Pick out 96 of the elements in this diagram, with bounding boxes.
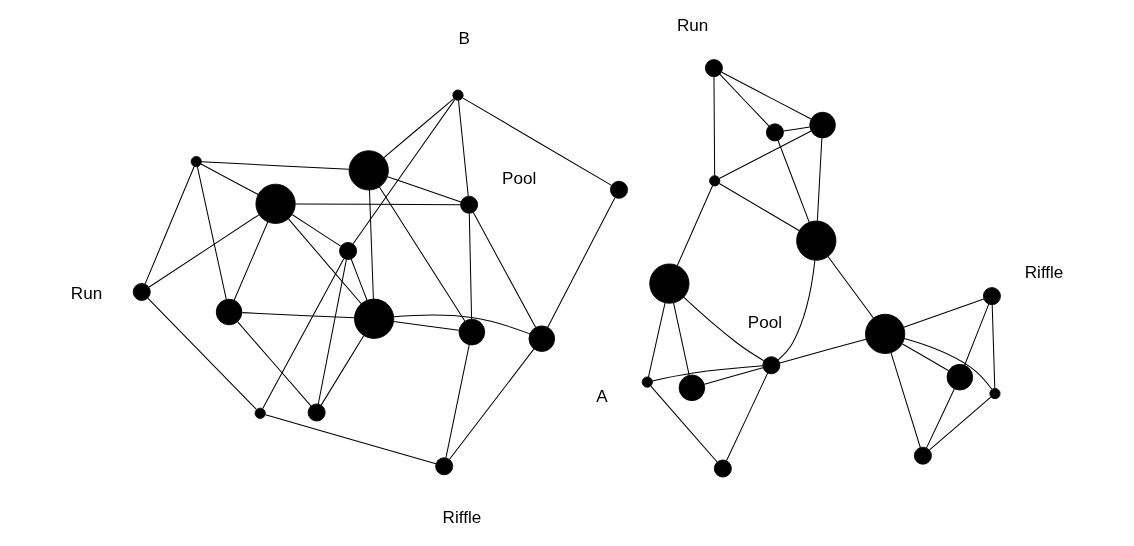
connector	[926, 388, 955, 449]
connector	[683, 296, 765, 362]
node-circle	[796, 220, 837, 261]
connector	[383, 98, 455, 159]
connector	[387, 176, 462, 203]
node-circle	[762, 356, 781, 375]
connector	[350, 258, 368, 301]
connector	[816, 137, 823, 222]
node-circle	[678, 374, 706, 402]
node-circle	[348, 150, 389, 191]
connector	[726, 372, 769, 462]
connector	[719, 73, 770, 127]
node-circle	[435, 457, 454, 476]
node-circle	[709, 175, 721, 187]
connector	[676, 185, 714, 266]
label: Riffle	[1024, 263, 1064, 283]
node-circle	[452, 89, 464, 101]
connector	[964, 303, 990, 366]
node-circle	[254, 407, 266, 419]
connector	[903, 338, 993, 390]
label: B	[458, 29, 470, 49]
node-circle	[215, 298, 243, 326]
connector	[393, 314, 531, 335]
connector	[147, 297, 258, 410]
label: Run	[70, 283, 103, 303]
connector	[901, 343, 950, 372]
node-circle	[713, 459, 732, 478]
connector	[264, 414, 437, 465]
connector	[472, 211, 537, 328]
label: Pool	[747, 313, 782, 333]
connector	[352, 99, 456, 245]
connector	[201, 161, 350, 170]
connector	[547, 197, 616, 328]
label: Pool	[502, 169, 537, 189]
connector	[704, 367, 764, 385]
connector	[673, 302, 690, 376]
connector	[287, 218, 362, 305]
label: Riffle	[442, 508, 482, 528]
node-circle	[610, 180, 628, 199]
connector	[650, 385, 718, 463]
connector	[445, 344, 470, 459]
label: Run	[676, 16, 709, 36]
connector	[148, 214, 260, 288]
connector	[991, 304, 996, 389]
connector	[262, 258, 345, 410]
connector	[237, 321, 312, 407]
connector	[782, 126, 811, 132]
connector	[827, 255, 874, 319]
node-circle	[307, 403, 326, 422]
connector	[652, 365, 764, 382]
node-circle	[649, 263, 690, 304]
connector	[890, 352, 921, 449]
node-circle	[528, 325, 556, 352]
node-circle	[255, 183, 296, 224]
connector	[291, 214, 342, 247]
node-circle	[989, 387, 1001, 400]
connector	[320, 335, 365, 406]
connector	[718, 183, 800, 231]
node-circle	[865, 313, 906, 354]
connector	[462, 97, 613, 186]
node-circle	[946, 363, 974, 391]
connector	[468, 213, 473, 320]
node-circle	[354, 298, 395, 339]
connector	[721, 71, 812, 120]
node-circle	[704, 59, 723, 78]
connector	[393, 320, 460, 331]
node-circle	[458, 318, 486, 346]
connector	[200, 163, 259, 196]
connector	[144, 166, 195, 285]
label: A	[596, 387, 608, 407]
node-circle	[132, 282, 151, 301]
connector	[777, 140, 810, 223]
connector	[777, 260, 816, 361]
connector	[903, 298, 985, 328]
connector	[449, 348, 535, 460]
connector	[458, 99, 469, 197]
connector	[929, 396, 992, 451]
connector	[241, 312, 355, 319]
node-circle	[641, 376, 653, 388]
connector	[718, 130, 812, 179]
connector	[233, 221, 269, 301]
node-circle	[460, 195, 479, 214]
connector	[368, 189, 374, 300]
connector	[317, 259, 347, 405]
connector	[378, 186, 466, 322]
connector	[713, 76, 716, 177]
node-circle	[339, 241, 358, 260]
node-circle	[982, 287, 1001, 306]
node-circle	[765, 123, 784, 142]
connector	[647, 302, 666, 378]
node-circle	[190, 156, 202, 168]
connector	[196, 166, 227, 300]
node-circle	[913, 446, 932, 465]
node-circle	[809, 111, 836, 139]
connector	[779, 338, 867, 364]
connector	[294, 203, 462, 206]
